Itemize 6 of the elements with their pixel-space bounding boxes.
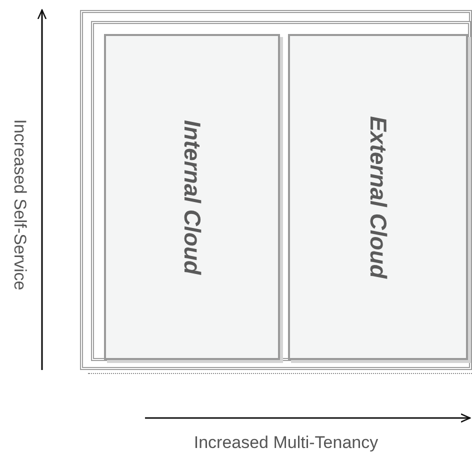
- axis-label: Increased Self-Service: [10, 119, 31, 291]
- cloud-box: [288, 34, 468, 360]
- cloud-label: External Cloud: [364, 116, 392, 278]
- axis-label: Increased Multi-Tenancy: [194, 432, 378, 454]
- cloud-box: [104, 34, 280, 360]
- cloud-label: Internal Cloud: [178, 120, 206, 274]
